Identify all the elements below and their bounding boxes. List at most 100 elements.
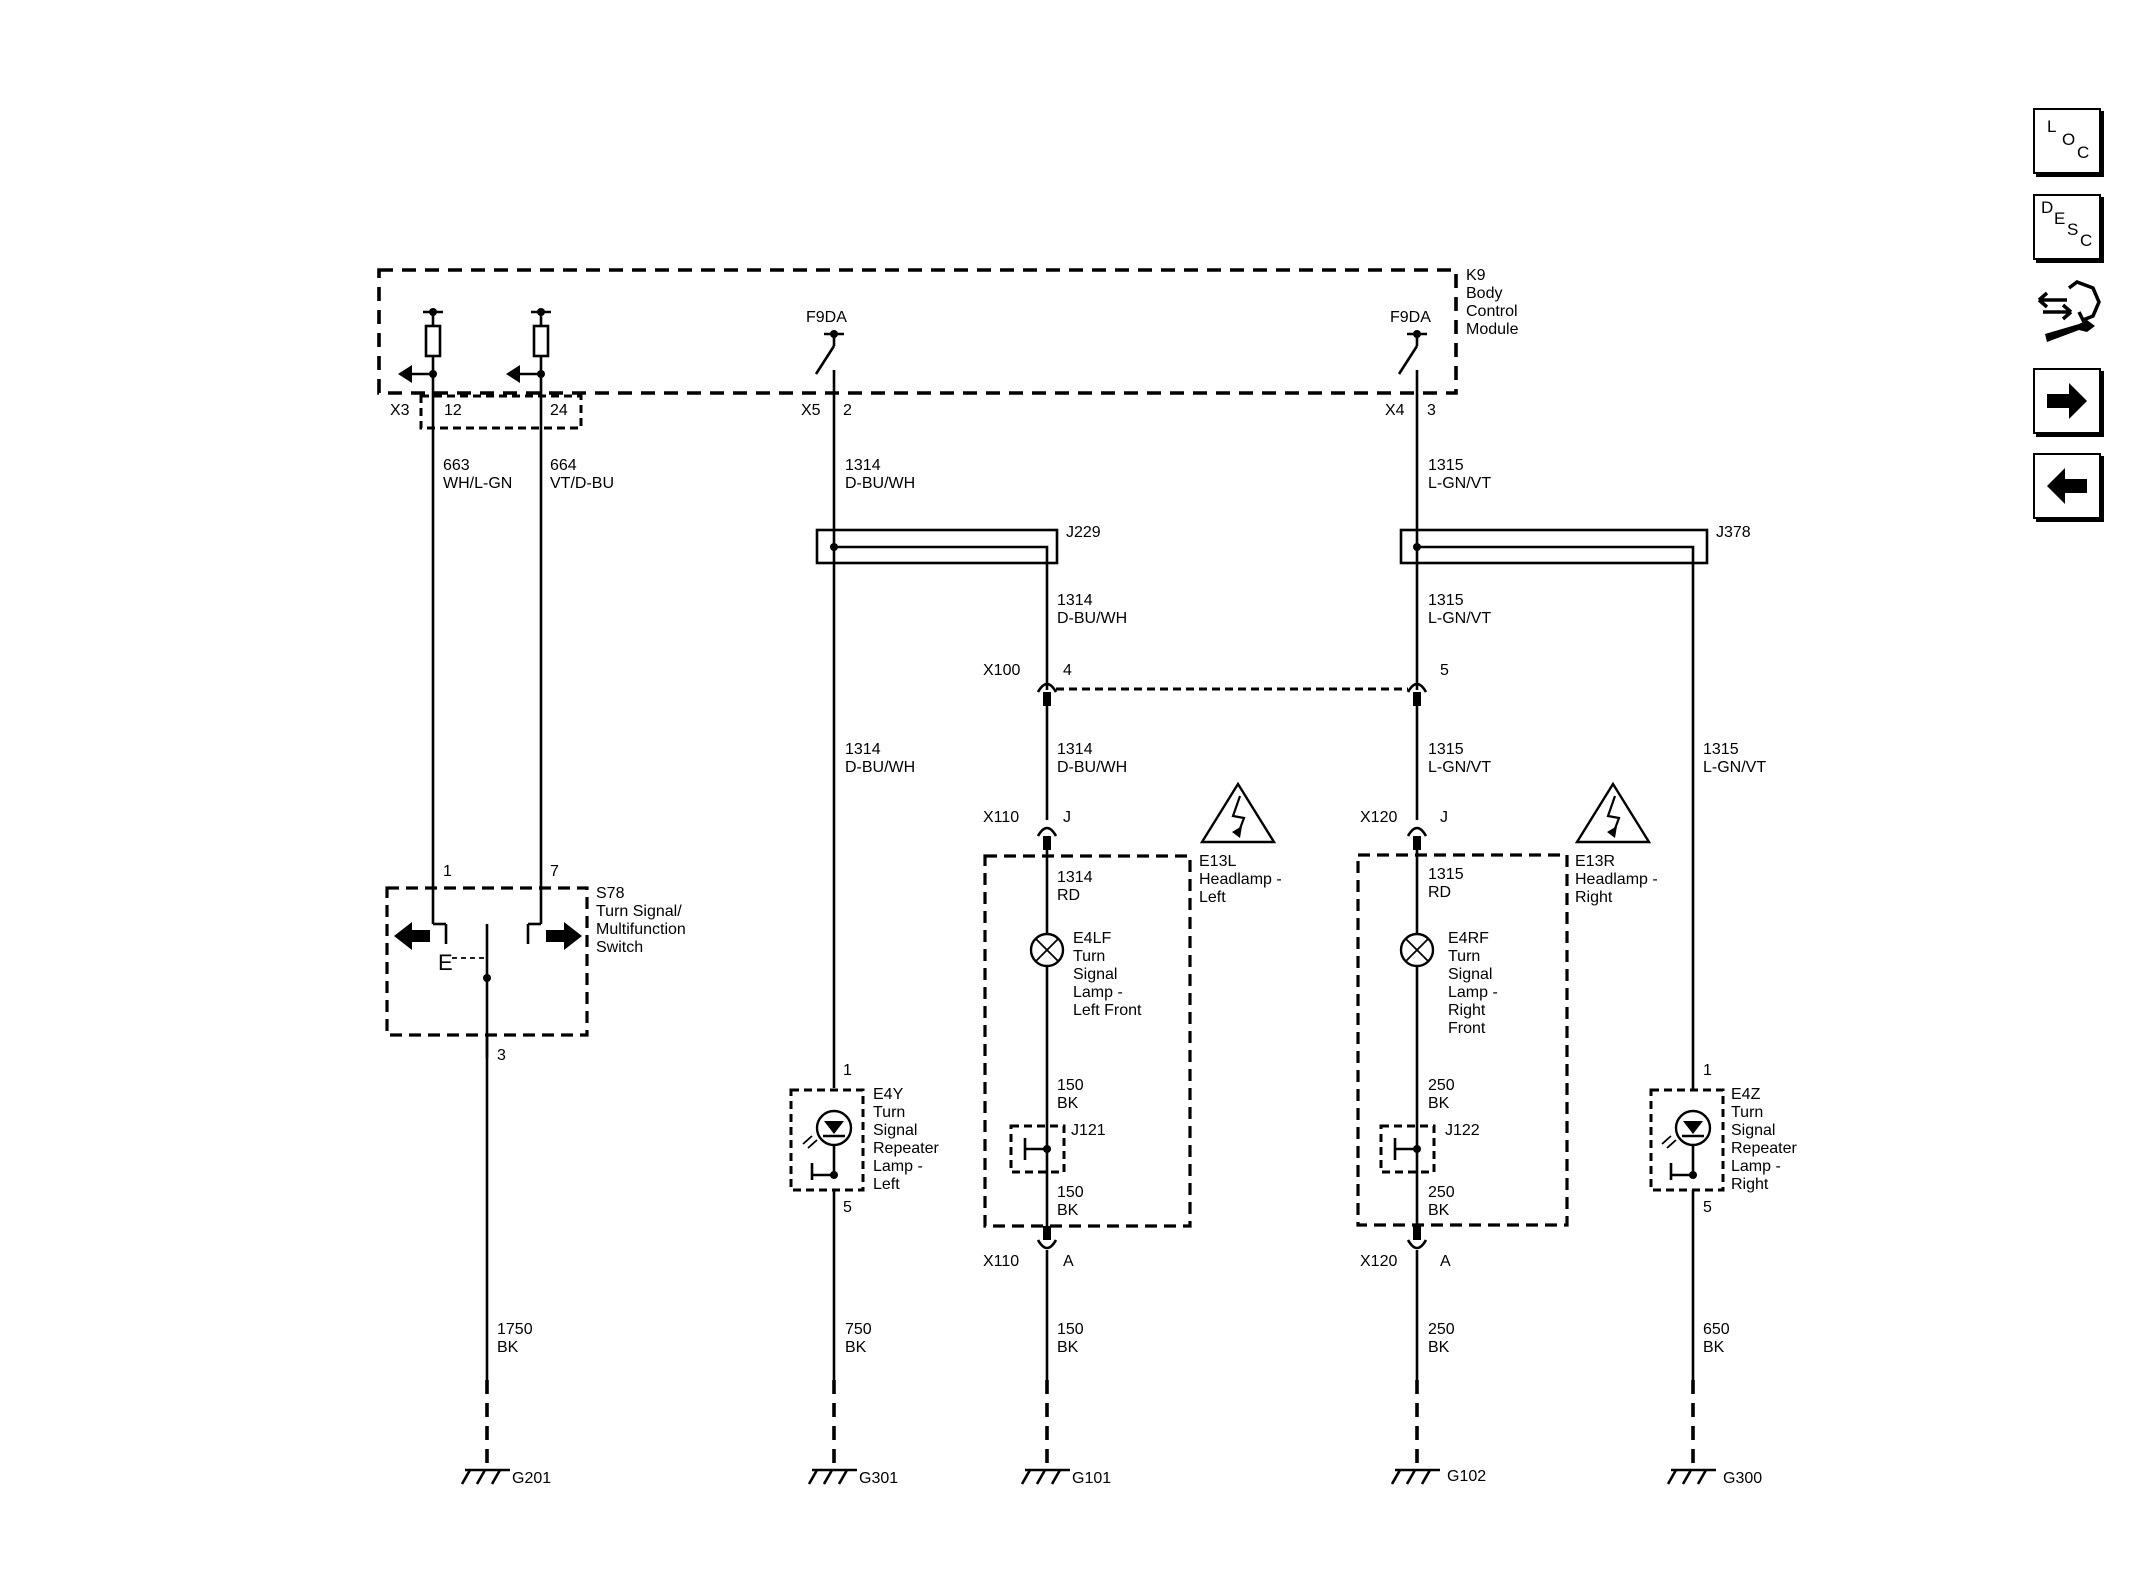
connector-x110-label-top: X110 [983, 809, 1019, 826]
bcm-output-switch-x4 [1397, 330, 1427, 394]
connector-x110-j [1036, 826, 1058, 850]
headlamp-left-name-2: Left [1199, 889, 1226, 906]
repeater-left-pin-1: 1 [843, 1062, 852, 1079]
repeater-right-name-3: Repeater [1731, 1140, 1797, 1157]
repeater-left-name-1: Turn [873, 1104, 905, 1121]
wire-150-num-b: 150 [1057, 1184, 1084, 1201]
wire-663-num: 663 [443, 457, 470, 474]
headlamp-right-warning-icon [1574, 781, 1652, 844]
connector-x110-pin-j: J [1063, 809, 1071, 826]
repeater-left-pin-5: 5 [843, 1199, 852, 1216]
s78-pin-7: 7 [550, 863, 559, 880]
headlamp-left-id: E13L [1199, 853, 1236, 870]
ground-icon-g201 [460, 1468, 510, 1485]
wire-1315-rd-color-right: RD [1428, 884, 1451, 901]
connector-x100-pin-5: 5 [1440, 662, 1449, 679]
wire-1315-num-top: 1315 [1428, 457, 1464, 474]
wire-1314-num-x100: 1314 [1057, 741, 1093, 758]
wire-1314-color-top: D-BU/WH [845, 475, 915, 492]
s78-name-3: Switch [596, 939, 643, 956]
bcm-id: K9 [1466, 267, 1486, 284]
desc-letter-c: C [2080, 231, 2093, 250]
connector-x120-pin-a: A [1440, 1253, 1451, 1270]
connector-x3: X3 [390, 402, 410, 419]
headlamp-right-box [1356, 853, 1569, 1227]
desc-letter-s: S [2067, 220, 2079, 239]
wire-1315-color-top: L-GN/VT [1428, 475, 1491, 492]
wire-1315-color-e4z: L-GN/VT [1703, 759, 1766, 776]
wire-1314-num-top: 1314 [845, 457, 881, 474]
pin-x3-12: 12 [444, 402, 462, 419]
wire-150-color-b: BK [1057, 1202, 1079, 1219]
repeater-left-name-3: Repeater [873, 1140, 939, 1157]
repeater-right-led-icon [1661, 1109, 1712, 1180]
previous-page-button[interactable] [2033, 453, 2101, 519]
wire-1315-rd-num-right: 1315 [1428, 866, 1464, 883]
connector-x110-a [1036, 1226, 1058, 1250]
connector-x100-right [1406, 682, 1428, 820]
wire-1314-num-e4y: 1314 [845, 741, 881, 758]
ground-icon-g102 [1390, 1468, 1440, 1485]
wire-250-color-b: BK [1428, 1202, 1450, 1219]
connector-x100-label: X100 [983, 662, 1020, 679]
desc-letter-e: E [2054, 209, 2066, 228]
s78-id: S78 [596, 885, 625, 902]
desc-button[interactable]: D E S C [2033, 194, 2101, 260]
wire-663-color: WH/L-GN [443, 475, 512, 492]
lamp-rf-bulb-icon [1399, 932, 1435, 968]
ground-g300: G300 [1723, 1470, 1762, 1487]
loc-button[interactable]: L O C [2033, 108, 2101, 174]
repeater-left-name-5: Left [873, 1176, 900, 1193]
connector-repair-icon[interactable] [2033, 276, 2105, 348]
x3-connector-box [419, 394, 583, 430]
wire-1750-color: BK [497, 1339, 519, 1356]
wire-250-num-g102: 250 [1428, 1321, 1455, 1338]
pin-x4-3: 3 [1427, 402, 1436, 419]
headlamp-right-id: E13R [1575, 853, 1615, 870]
ground-icon-g300 [1666, 1468, 1716, 1485]
headlamp-left-name-1: Headlamp - [1199, 871, 1282, 888]
desc-letter-d: D [2041, 198, 2054, 217]
repeater-right-box [1649, 1088, 1725, 1192]
ground-g201: G201 [512, 1470, 551, 1487]
wire-650-color: BK [1703, 1339, 1725, 1356]
s78-pin-3: 3 [497, 1047, 506, 1064]
connector-x4: X4 [1385, 402, 1405, 419]
pin-x5-2: 2 [843, 402, 852, 419]
wire-1314-color-e4y: D-BU/WH [845, 759, 915, 776]
wire-664-color: VT/D-BU [550, 475, 614, 492]
connector-x110-pin-a: A [1063, 1253, 1074, 1270]
connector-x120-label-bottom: X120 [1360, 1253, 1397, 1270]
s78-switch-contacts [394, 922, 582, 1058]
wire-664-num: 664 [550, 457, 577, 474]
splice-j378-label: J378 [1716, 524, 1751, 541]
repeater-left-box [789, 1088, 865, 1192]
lamp-lf-name-4: Left Front [1073, 1002, 1142, 1019]
repeater-right-id: E4Z [1731, 1086, 1761, 1103]
wire-250-color-a: BK [1428, 1095, 1450, 1112]
wire-650-num: 650 [1703, 1321, 1730, 1338]
splice-j229-box [815, 528, 1059, 565]
wire-150-num-a: 150 [1057, 1077, 1084, 1094]
wire-750-num: 750 [845, 1321, 872, 1338]
fuse-label-x4: F9DA [1390, 309, 1431, 326]
splice-j378-box [1399, 528, 1709, 565]
splice-j121-icon [1009, 1124, 1066, 1174]
wire-150-color-a: BK [1057, 1095, 1079, 1112]
wire-1314-rd-num-left: 1314 [1057, 869, 1093, 886]
splice-j229-label: J229 [1066, 524, 1101, 541]
connector-x120-pin-j: J [1440, 809, 1448, 826]
bcm-name-3: Module [1466, 321, 1519, 338]
fuse-label-x5: F9DA [806, 309, 847, 326]
wire-150-num-g101: 150 [1057, 1321, 1084, 1338]
arrow-right-icon [2047, 383, 2087, 419]
wire-1314-rd-color-left: RD [1057, 887, 1080, 904]
lamp-lf-id: E4LF [1073, 930, 1111, 947]
repeater-right-name-4: Lamp - [1731, 1158, 1781, 1175]
next-page-button[interactable] [2033, 368, 2101, 434]
wire-1315-num-j378: 1315 [1428, 592, 1464, 609]
lamp-rf-name-1: Turn [1448, 948, 1480, 965]
s78-name-2: Multifunction [596, 921, 686, 938]
headlamp-right-name-2: Right [1575, 889, 1613, 906]
lamp-rf-name-4: Right [1448, 1002, 1486, 1019]
